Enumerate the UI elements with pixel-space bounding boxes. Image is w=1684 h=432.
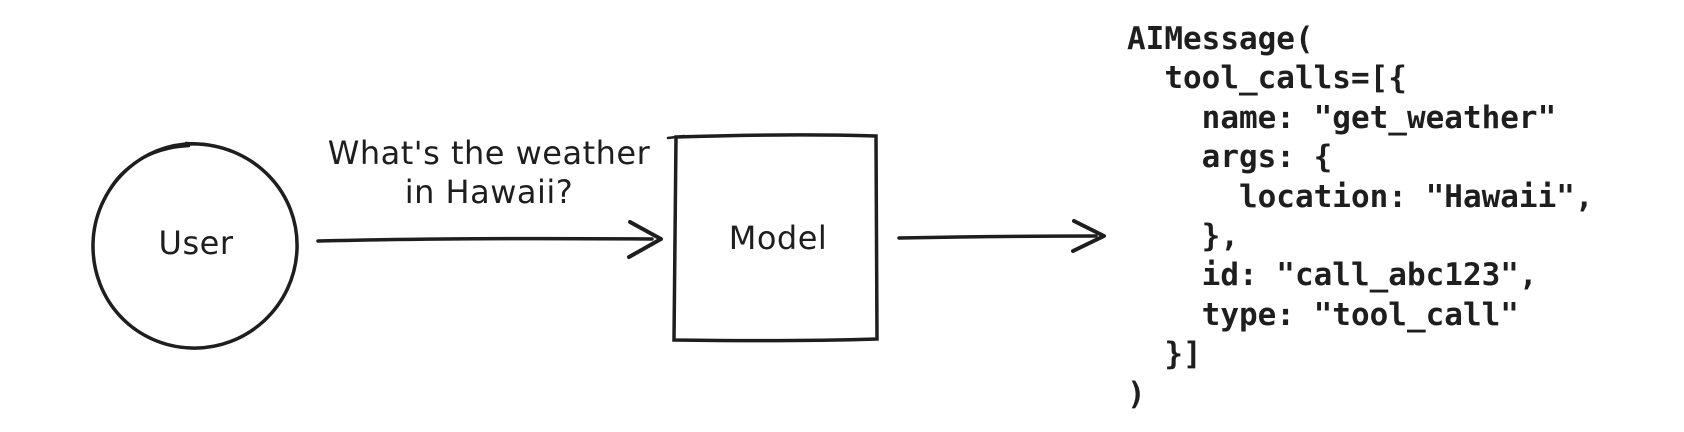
user-circle-sketch-stroke <box>103 144 191 201</box>
response-arrowhead <box>1071 219 1106 253</box>
request-arrowhead <box>627 220 663 259</box>
model-node-label: Model <box>728 219 828 257</box>
request-arrow-label-line1: What's the weather <box>327 134 651 172</box>
model-box-shape <box>672 133 879 343</box>
user-node-label: User <box>158 224 234 262</box>
request-arrow-label: What's the weather in Hawaii? <box>328 134 651 212</box>
model-box-sketch-tick <box>666 134 686 140</box>
aimessage-code-block: AIMessage( tool_calls=[{ name: "get_weat… <box>1127 21 1594 412</box>
user-circle-sketch-tick <box>184 141 207 146</box>
response-arrow-line <box>897 234 1098 240</box>
request-arrow-line <box>316 236 654 243</box>
request-arrow-label-line2: in Hawaii? <box>404 173 574 211</box>
